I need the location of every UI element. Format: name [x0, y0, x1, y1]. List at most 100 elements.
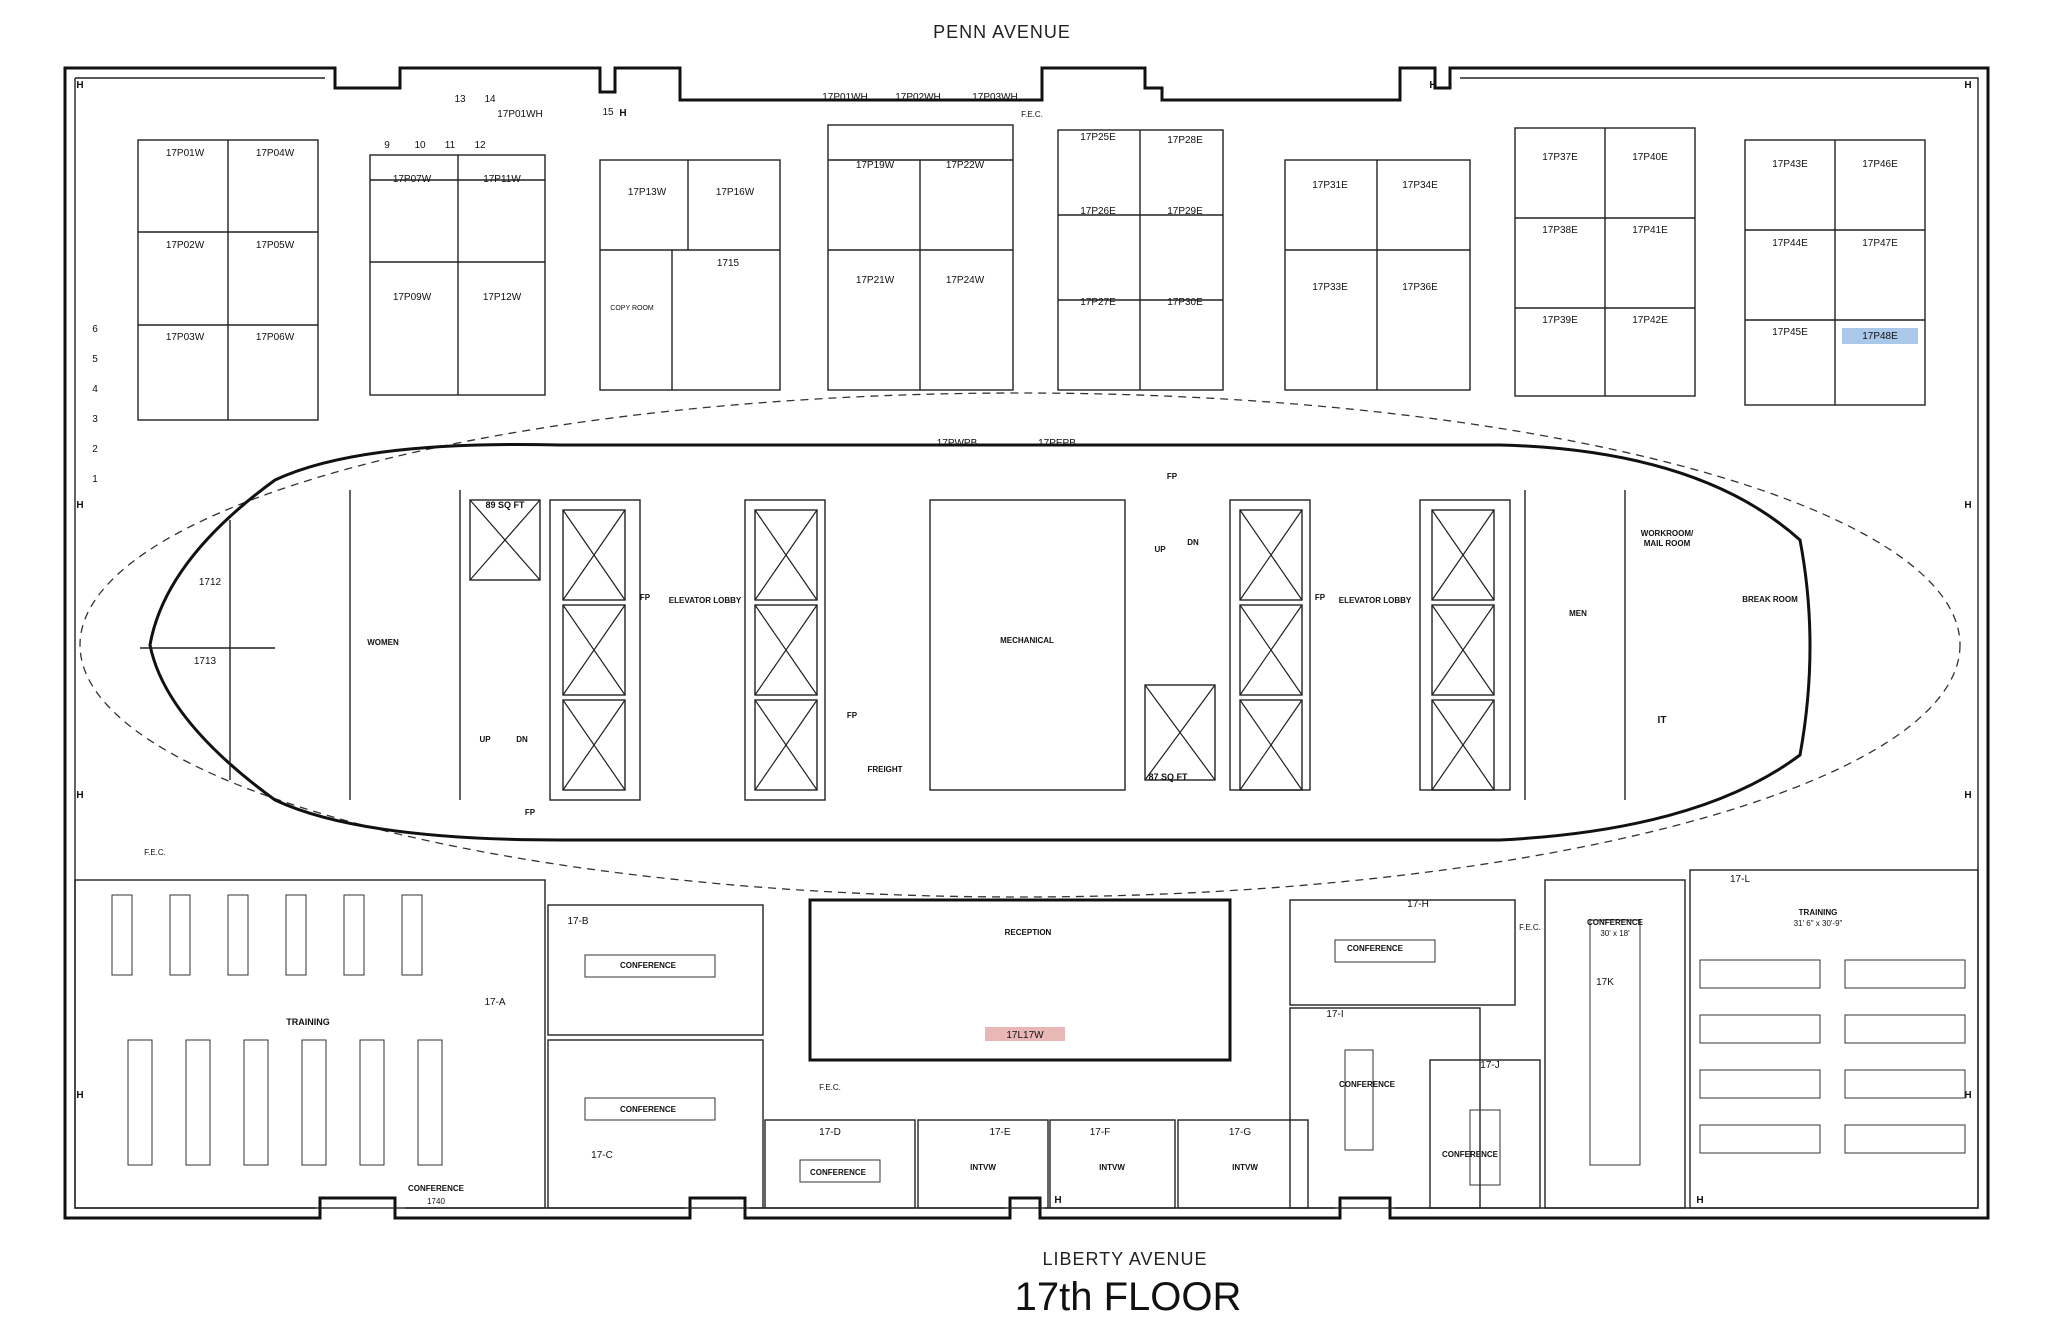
column-number: 12: [474, 140, 486, 151]
room-label: CONFERENCE: [1442, 1150, 1499, 1159]
south-labels: 17-A TRAINING 17-B CONFERENCE 17-C CONFE…: [286, 874, 1842, 1206]
room-label: CONFERENCE: [408, 1184, 465, 1193]
column-h: H: [1429, 80, 1436, 91]
fp-label: FP: [847, 711, 858, 720]
column-number: 2: [92, 444, 98, 455]
office-label: 17P01WH: [497, 109, 543, 120]
room-label: 1712: [199, 577, 222, 588]
column-number: 6: [92, 324, 98, 335]
building-core: [79, 392, 1961, 898]
room-label: ELEVATOR LOBBY: [1339, 596, 1412, 605]
column-number: 3: [92, 414, 98, 425]
fp-label: FP: [525, 808, 536, 817]
office-label: 17P47E: [1862, 238, 1898, 249]
stair-label: DN: [1187, 538, 1199, 547]
room-label: COPY ROOM: [610, 305, 654, 312]
office-label: 17P44E: [1772, 238, 1808, 249]
office-label: 17PEPB: [1038, 438, 1076, 449]
column-h: H: [1696, 1195, 1703, 1206]
column-number: 11: [445, 140, 456, 151]
column-h: H: [76, 80, 83, 91]
stair-label: DN: [516, 735, 528, 744]
column-h: H: [76, 500, 83, 511]
office-label: 17P04W: [256, 148, 295, 159]
office-label: 17P48E: [1862, 331, 1898, 342]
column-number: 13: [454, 94, 466, 105]
room-label: WORKROOM/: [1641, 529, 1694, 538]
fec-label: F.E.C.: [1021, 110, 1043, 119]
room-label: WOMEN: [367, 638, 399, 647]
core-labels: 1712 1713 WOMEN 89 SQ FT ELEVATOR LOBBY …: [194, 438, 1798, 817]
office-label: 17P09W: [393, 292, 432, 303]
room-label: MEN: [1569, 609, 1587, 618]
fec-label: F.E.C.: [819, 1083, 841, 1092]
office-label: 17P39E: [1542, 315, 1578, 326]
room-label: 1715: [717, 258, 740, 269]
column-h: H: [1964, 1090, 1971, 1101]
office-label: 17P43E: [1772, 159, 1808, 170]
room-label: INTVW: [970, 1163, 996, 1172]
column-numbers-left: 6 5 4 3 2 1: [92, 324, 98, 485]
column-number: 9: [384, 140, 390, 151]
room-label: ELEVATOR LOBBY: [669, 596, 742, 605]
room-id: 17-L: [1730, 874, 1750, 885]
office-label: 17P33E: [1312, 282, 1348, 293]
office-label: 17L17W: [1006, 1030, 1044, 1041]
office-label: 17P25E: [1080, 132, 1116, 143]
fire-extinguisher-cabinets: F.E.C. F.E.C. F.E.C. F.E.C.: [144, 110, 1541, 1092]
north-offices: [137, 124, 1926, 421]
column-h: H: [76, 790, 83, 801]
stair-label: UP: [479, 735, 491, 744]
room-label: CONFERENCE: [620, 1105, 677, 1114]
office-label: 17P46E: [1862, 159, 1898, 170]
room-id: 17-G: [1229, 1127, 1251, 1138]
room-id: 17-H: [1407, 899, 1429, 910]
room-dimension: 31' 6" x 30'-9": [1794, 919, 1843, 928]
office-label: 17P21W: [856, 275, 895, 286]
highlight-17l17w: [985, 1027, 1065, 1041]
office-label: 17P05W: [256, 240, 295, 251]
stair-label: UP: [1154, 545, 1166, 554]
office-label: 17P28E: [1167, 135, 1203, 146]
room-dimension: 30' x 18': [1600, 929, 1630, 938]
office-label: 17P42E: [1632, 315, 1668, 326]
fp-label: FP: [1315, 593, 1326, 602]
column-h: H: [1964, 500, 1971, 511]
office-label: 17P01WH: [822, 92, 868, 103]
office-label: 17P02WH: [895, 92, 941, 103]
office-label: 17P45E: [1772, 327, 1808, 338]
room-label: FREIGHT: [867, 765, 902, 774]
room-id: 17-I: [1326, 1009, 1343, 1020]
fec-label: F.E.C.: [1519, 923, 1541, 932]
room-label: CONFERENCE: [1587, 918, 1644, 927]
room-label: TRAINING: [1799, 908, 1838, 917]
room-id: 17K: [1596, 977, 1614, 988]
office-label: 17P03W: [166, 332, 205, 343]
office-label: 17P07W: [393, 174, 432, 185]
room-label: BREAK ROOM: [1742, 595, 1798, 604]
office-label: 17P34E: [1402, 180, 1438, 191]
office-label: 17P02W: [166, 240, 205, 251]
fp-label: FP: [1167, 472, 1178, 481]
office-label: 17P16W: [716, 187, 755, 198]
street-south: LIBERTY AVENUE: [1042, 1249, 1207, 1269]
room-id: 17-D: [819, 1127, 841, 1138]
room-label: CONFERENCE: [620, 961, 677, 970]
column-h: H: [1964, 80, 1971, 91]
room-id: 17-A: [484, 997, 505, 1008]
office-label: 17P31E: [1312, 180, 1348, 191]
office-label: 17P27E: [1080, 297, 1116, 308]
highlight-17p48e: [1842, 328, 1918, 344]
office-label: 17P36E: [1402, 282, 1438, 293]
room-label: TRAINING: [286, 1017, 330, 1027]
room-label: MECHANICAL: [1000, 636, 1054, 645]
column-number: 1: [92, 474, 98, 485]
room-label: CONFERENCE: [1339, 1080, 1396, 1089]
office-label: 17P26E: [1080, 206, 1116, 217]
column-number: 15: [602, 107, 614, 118]
office-label: 17P13W: [628, 187, 667, 198]
office-label: 17P19W: [856, 160, 895, 171]
room-id: 17-J: [1480, 1060, 1499, 1071]
office-label: 17P01W: [166, 148, 205, 159]
